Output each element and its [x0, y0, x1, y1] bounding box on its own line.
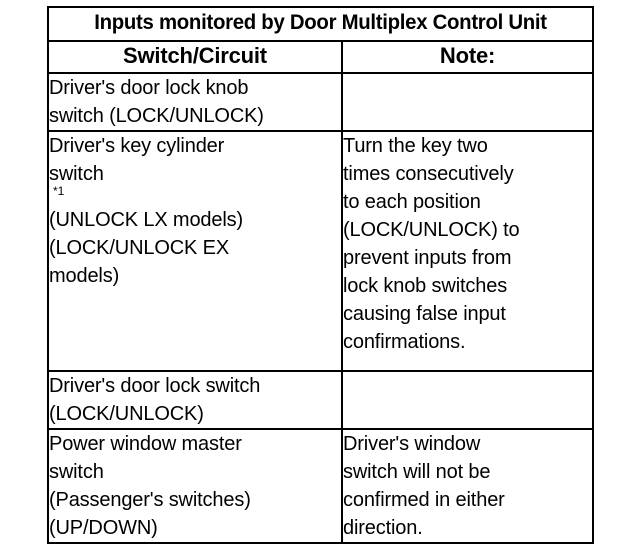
- switch-text-continued: (UNLOCK LX models) (LOCK/UNLOCK EX model…: [49, 209, 244, 287]
- cell-note-key-cylinder: Turn the key two times consecutively to …: [340, 130, 595, 372]
- table-title-row: Inputs monitored by Door Multiplex Contr…: [46, 6, 595, 42]
- table-title-cell: Inputs monitored by Door Multiplex Contr…: [46, 6, 595, 42]
- switch-text: Driver's door lock knob switch (LOCK/UNL…: [49, 77, 264, 127]
- note-text: Driver's window switch will not be confi…: [343, 433, 505, 539]
- switch-text: Power window master switch (Passenger's …: [49, 433, 251, 539]
- inputs-monitored-table: Inputs monitored by Door Multiplex Contr…: [46, 6, 595, 544]
- cell-note-power-window-master: Driver's window switch will not be confi…: [340, 428, 595, 544]
- table-row: Driver's door lock switch (LOCK/UNLOCK): [47, 370, 595, 430]
- footnote-marker: *1: [53, 183, 65, 198]
- column-header-note: Note:: [340, 40, 595, 74]
- cell-note-door-lock: [340, 370, 595, 430]
- table-row: Driver's door lock knob switch (LOCK/UNL…: [47, 72, 595, 132]
- table-row: Driver's key cylinder switch*1 (UNLOCK L…: [47, 130, 595, 372]
- note-text: [343, 372, 592, 373]
- cell-switch-door-lock-knob: Driver's door lock knob switch (LOCK/UNL…: [47, 72, 343, 132]
- cell-note-door-lock-knob: [340, 72, 595, 132]
- cell-switch-power-window-master: Power window master switch (Passenger's …: [47, 428, 343, 544]
- table-title: Inputs monitored by Door Multiplex Contr…: [94, 11, 547, 34]
- column-header-switch-label: Switch/Circuit: [123, 43, 267, 68]
- cell-switch-door-lock: Driver's door lock switch (LOCK/UNLOCK): [47, 370, 343, 430]
- column-header-note-label: Note:: [439, 43, 496, 68]
- switch-text: Driver's door lock switch (LOCK/UNLOCK): [49, 375, 261, 425]
- cell-switch-key-cylinder: Driver's key cylinder switch*1 (UNLOCK L…: [47, 130, 343, 372]
- note-text: Turn the key two times consecutively to …: [343, 135, 520, 353]
- spec-table-container: Inputs monitored by Door Multiplex Contr…: [46, 6, 595, 544]
- note-text: [343, 74, 592, 75]
- switch-text: Driver's key cylinder switch: [49, 135, 225, 185]
- table-header-row: Switch/Circuit Note:: [47, 40, 595, 74]
- column-header-switch: Switch/Circuit: [47, 40, 343, 74]
- table-row: Power window master switch (Passenger's …: [47, 428, 595, 544]
